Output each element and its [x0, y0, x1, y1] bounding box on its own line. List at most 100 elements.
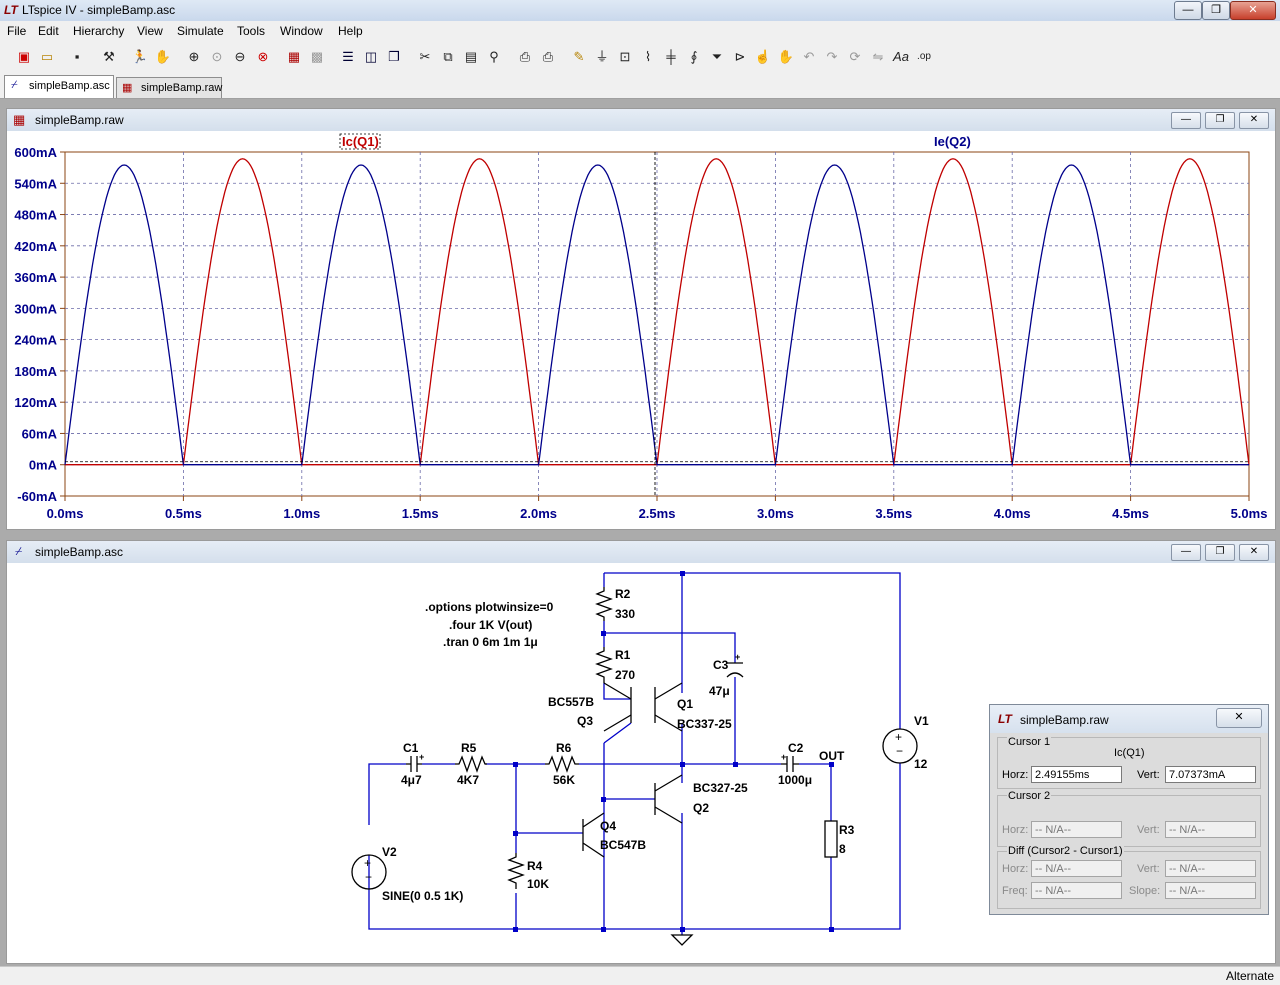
c2-value[interactable]: 1000μ — [778, 773, 812, 787]
q2-name[interactable]: Q2 — [693, 801, 709, 815]
c3-name[interactable]: C3 — [713, 658, 729, 672]
q4-name[interactable]: Q4 — [600, 819, 616, 833]
r1-name[interactable]: R1 — [615, 648, 631, 662]
control-panel-icon[interactable]: ⚒ — [103, 49, 115, 64]
spice-directive-icon[interactable]: .op — [917, 51, 931, 62]
open-icon[interactable]: ▭ — [40, 49, 54, 64]
out-net-label[interactable]: OUT — [819, 749, 845, 763]
new-schematic-icon[interactable]: ▣ — [17, 49, 31, 64]
cursor-readout-window: LT simpleBamp.raw ✕ Cursor 1 Ic(Q1) Horz… — [989, 704, 1269, 915]
r6-value[interactable]: 56K — [553, 773, 575, 787]
v1-name[interactable]: V1 — [914, 714, 929, 728]
resistor-icon[interactable]: ⌇ — [644, 49, 652, 64]
menu-edit[interactable]: Edit — [38, 24, 59, 38]
autorange-icon[interactable]: ▦ — [287, 49, 301, 64]
q3-name[interactable]: Q3 — [577, 714, 593, 728]
c2-plus-sign: + — [781, 752, 786, 762]
r5-value[interactable]: 4K7 — [457, 773, 479, 787]
c1-value[interactable]: 4μ7 — [401, 773, 422, 787]
r2-name[interactable]: R2 — [615, 587, 631, 601]
directive-four[interactable]: .four 1K V(out) — [449, 618, 532, 632]
save-icon[interactable]: ▪ — [74, 49, 80, 64]
v1-minus-sign: − — [896, 744, 903, 758]
undo-icon[interactable]: ↶ — [803, 49, 815, 64]
restore-button[interactable]: ❐ — [1205, 112, 1235, 129]
c1-name[interactable]: C1 — [403, 741, 419, 755]
cut-icon[interactable]: ✂ — [419, 49, 431, 64]
zoom-in-icon[interactable]: ⊕ — [188, 49, 200, 64]
v1-value[interactable]: 12 — [914, 757, 928, 771]
menu-file[interactable]: File — [7, 24, 27, 38]
r3-value[interactable]: 8 — [839, 842, 846, 856]
mirror-icon[interactable]: ⇋ — [872, 49, 884, 64]
copy-icon[interactable]: ⧉ — [443, 49, 453, 64]
zoom-fit-icon[interactable]: ⊗ — [257, 49, 269, 64]
menu-help[interactable]: Help — [338, 24, 363, 38]
component-icon[interactable]: ⊳ — [734, 49, 746, 64]
schematic-canvas[interactable]: + − + − + + + .options plotwinsize=0 .fo… — [7, 563, 1273, 961]
c2-name[interactable]: C2 — [788, 741, 804, 755]
q1-name[interactable]: Q1 — [677, 697, 693, 711]
minimize-button[interactable]: — — [1171, 544, 1201, 561]
menu-window[interactable]: Window — [280, 24, 323, 38]
close-button[interactable]: ✕ — [1239, 112, 1269, 129]
q4-value[interactable]: BC547B — [600, 838, 646, 852]
zoom-out-icon[interactable]: ⊖ — [234, 49, 246, 64]
cascade-icon[interactable]: ❐ — [388, 49, 400, 64]
grid-icon[interactable]: ▩ — [310, 49, 324, 64]
find-icon[interactable]: ⚲ — [489, 49, 499, 64]
c3-value[interactable]: 47μ — [709, 684, 730, 698]
r4-name[interactable]: R4 — [527, 859, 543, 873]
pan-icon[interactable]: ⊙ — [211, 49, 223, 64]
menu-hierarchy[interactable]: Hierarchy — [73, 24, 125, 38]
capacitor-icon[interactable]: ╪ — [666, 49, 676, 64]
maximize-button[interactable]: ❐ — [1202, 1, 1230, 20]
draw-wire-icon[interactable]: ✎ — [573, 49, 585, 64]
r4-value[interactable]: 10K — [527, 877, 549, 891]
paste-icon[interactable]: ▤ — [464, 49, 478, 64]
menu-simulate[interactable]: Simulate — [177, 24, 224, 38]
diff-freq-field: -- N/A-- — [1031, 882, 1122, 899]
directive-tran[interactable]: .tran 0 6m 1m 1μ — [443, 635, 538, 649]
close-button[interactable]: ✕ — [1230, 1, 1276, 20]
restore-button[interactable]: ❐ — [1205, 544, 1235, 561]
directive-options[interactable]: .options plotwinsize=0 — [425, 600, 554, 614]
drag-icon[interactable]: ✋ — [777, 49, 795, 64]
plot-area-frame — [64, 151, 1250, 497]
cursor1-horz-field[interactable]: 2.49155ms — [1031, 766, 1122, 783]
tile-horizontal-icon[interactable]: ☰ — [342, 49, 354, 64]
halt-icon[interactable]: ✋ — [154, 49, 172, 64]
v2-value[interactable]: SINE(0 0.5 1K) — [382, 889, 463, 903]
tab-waveform[interactable]: ▦ simpleBamp.raw — [116, 77, 222, 98]
text-icon[interactable]: Aa — [893, 49, 909, 64]
tile-vertical-icon[interactable]: ◫ — [364, 49, 378, 64]
run-icon[interactable]: 🏃 — [131, 49, 149, 64]
cursor1-vert-field[interactable]: 7.07373mA — [1165, 766, 1256, 783]
r2-value[interactable]: 330 — [615, 607, 635, 621]
minimize-button[interactable]: — — [1174, 1, 1202, 20]
diode-icon[interactable]: ⏷ — [711, 49, 723, 64]
v2-name[interactable]: V2 — [382, 845, 397, 859]
q2-value[interactable]: BC327-25 — [693, 781, 748, 795]
print-icon[interactable]: ⎙ — [542, 49, 554, 64]
print-preview-icon[interactable]: ⎙ — [519, 49, 531, 64]
r1-value[interactable]: 270 — [615, 668, 635, 682]
rotate-icon[interactable]: ⟳ — [849, 49, 861, 64]
menu-view[interactable]: View — [137, 24, 163, 38]
q3-value[interactable]: BC557B — [548, 695, 594, 709]
menu-tools[interactable]: Tools — [237, 24, 266, 38]
q1-value[interactable]: BC337-25 — [677, 717, 732, 731]
r6-name[interactable]: R6 — [556, 741, 572, 755]
ground-icon[interactable]: ⏚ — [595, 49, 609, 64]
redo-icon[interactable]: ↷ — [826, 49, 838, 64]
label-net-icon[interactable]: ⊡ — [619, 49, 631, 64]
close-button[interactable]: ✕ — [1239, 544, 1269, 561]
tab-schematic[interactable]: ⌿ simpleBamp.asc — [4, 75, 114, 98]
r5-name[interactable]: R5 — [461, 741, 477, 755]
inductor-icon[interactable]: ∮ — [690, 49, 698, 64]
move-icon[interactable]: ☝ — [754, 49, 772, 64]
r3-name[interactable]: R3 — [839, 823, 855, 837]
close-button[interactable]: ✕ — [1216, 708, 1262, 728]
minimize-button[interactable]: — — [1171, 112, 1201, 129]
